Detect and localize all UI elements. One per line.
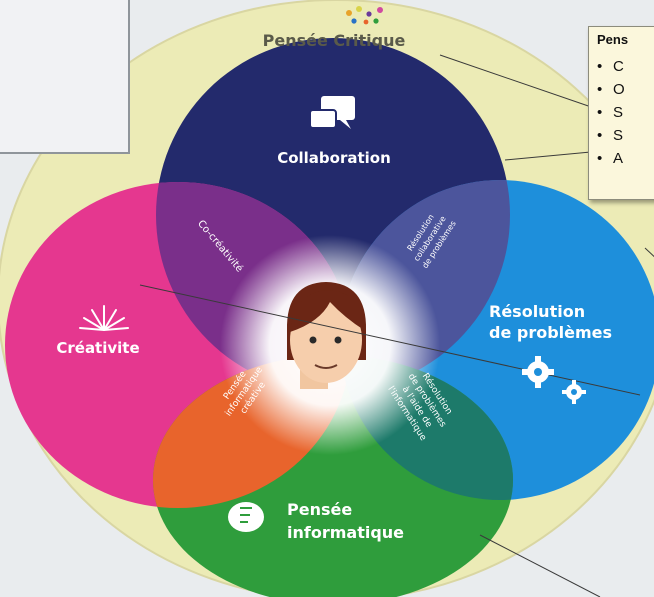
callout-item: A bbox=[597, 147, 625, 170]
computational-label-1: Pensée bbox=[287, 500, 352, 519]
callout-list: C O S S A bbox=[597, 55, 625, 170]
callout-item: O bbox=[597, 78, 625, 101]
critical-label: Pensée Critique bbox=[263, 31, 406, 50]
person-icon bbox=[286, 282, 367, 389]
gears-icon bbox=[522, 356, 586, 404]
problem-solving-label-1: Résolution bbox=[489, 302, 585, 321]
computational-label-2: informatique bbox=[287, 523, 404, 542]
callout-box: Pens C O S S A bbox=[588, 26, 654, 200]
connector-lines bbox=[139, 54, 654, 597]
problem-solving-label-2: de problèmes bbox=[489, 323, 612, 342]
top-left-panel bbox=[0, 0, 130, 154]
callout-title: Pens bbox=[597, 32, 629, 47]
creativity-icon bbox=[79, 305, 129, 331]
critical-dots-icon bbox=[346, 6, 383, 25]
chat-icon bbox=[309, 96, 355, 129]
brain-icon bbox=[228, 502, 264, 532]
creativity-label: Créativite bbox=[56, 339, 139, 357]
collaboration-label: Collaboration bbox=[277, 149, 391, 167]
main-labels: Pensée Critique Collaboration Créativite… bbox=[56, 31, 612, 542]
callout-item: C bbox=[597, 55, 625, 78]
callout-item: S bbox=[597, 101, 625, 124]
computer-problem-overlap bbox=[340, 355, 513, 500]
callout-item: S bbox=[597, 124, 625, 147]
